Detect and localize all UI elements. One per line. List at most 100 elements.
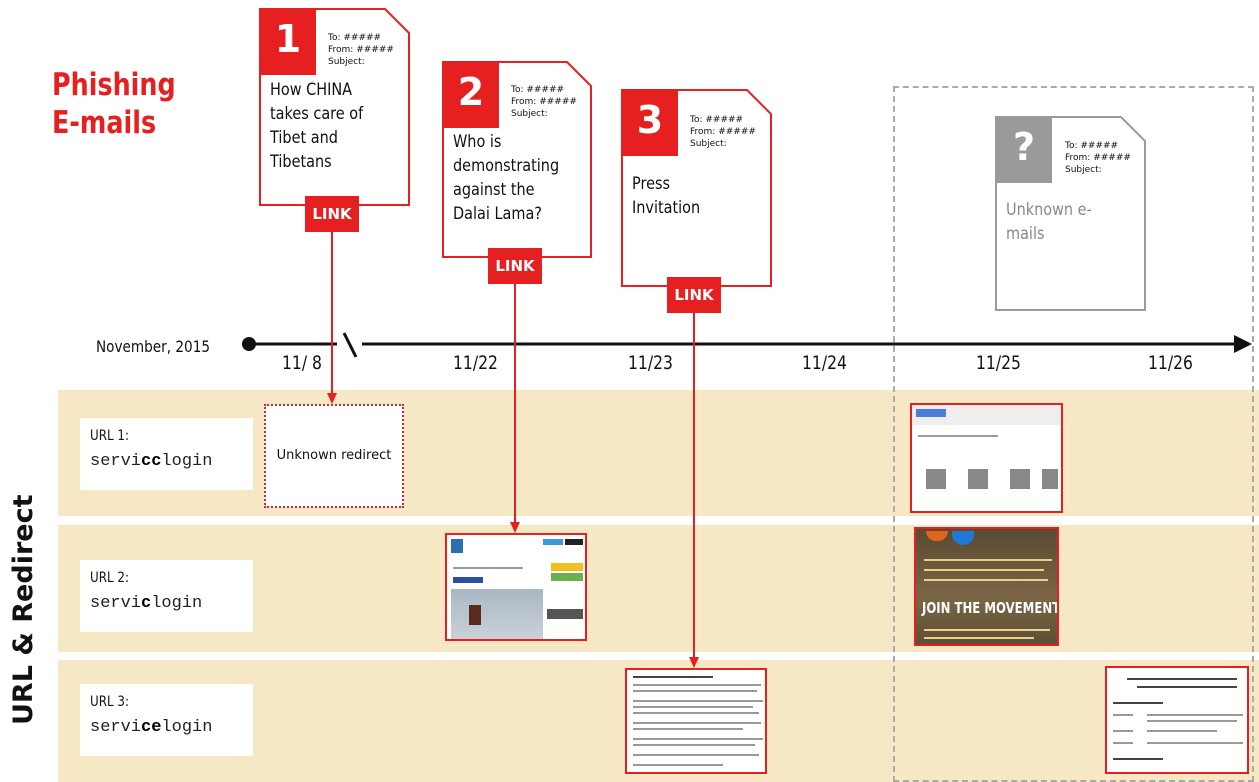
email-unknown-number: ?	[1012, 125, 1036, 169]
thumb-site-headline	[453, 567, 523, 569]
thumbnail-event-document	[1105, 666, 1249, 774]
url-1-domain: servicclogin	[90, 452, 213, 471]
tick-11-24: 11/24	[802, 352, 847, 374]
title-line-1: Phishing	[52, 67, 176, 103]
email-unknown-body: Unknown e- mails	[1006, 200, 1092, 244]
email-2-to: To: #####	[511, 85, 565, 95]
tick-11-8: 11/ 8	[282, 352, 322, 374]
url-3-domain: servicelogin	[90, 718, 213, 737]
thumb-movement-text	[924, 637, 1034, 639]
email-unknown-subject: Subject:	[1065, 165, 1102, 175]
url-1-label: URL 1:	[90, 428, 129, 444]
doc-line	[633, 728, 743, 730]
tick-11-26: 11/26	[1148, 352, 1193, 374]
thumb-movement-text	[924, 579, 1048, 581]
thumb-site-photo	[451, 589, 543, 639]
thumb-movement-badge	[952, 531, 974, 545]
thumb-movement-bg	[916, 529, 1057, 644]
doc-line	[633, 684, 761, 686]
phishing-title: Phishing E-mails	[52, 66, 176, 142]
doc-line	[633, 764, 723, 766]
url-3-box: URL 3: servicelogin	[80, 684, 253, 756]
thumb-site-button	[565, 539, 583, 545]
folder-icon	[926, 469, 946, 489]
url-2-domain: serviclogin	[90, 594, 203, 613]
timeline-break	[342, 332, 358, 358]
thumb-site-logo	[451, 539, 463, 553]
folder-icon	[1010, 469, 1030, 489]
doc-line	[1113, 742, 1133, 744]
email-2-link-button[interactable]: LINK	[488, 248, 542, 284]
doc-line	[633, 676, 713, 678]
thumb-drive-topbar	[912, 405, 1061, 425]
tick-11-23: 11/23	[628, 352, 673, 374]
email-2-number-box	[443, 62, 499, 128]
thumbnail-movement-page: JOIN THE MOVEMENT	[914, 527, 1059, 646]
doc-line	[633, 712, 759, 714]
url-2-box: URL 2: serviclogin	[80, 560, 253, 632]
email-1-from: From: #####	[328, 45, 394, 55]
doc-line	[1113, 714, 1133, 716]
thumb-site-ad	[551, 563, 583, 571]
email-2-body: Who is demonstrating against the Dalai L…	[453, 132, 560, 224]
timeline-start-label: November, 2015	[96, 337, 211, 356]
url-3-label: URL 3:	[90, 694, 129, 710]
email-unknown-header: To: ##### From: ##### Subject:	[1065, 140, 1131, 176]
doc-line	[633, 690, 757, 692]
thumb-site-photo-figure	[469, 605, 481, 625]
thumb-site-sidebar	[547, 609, 583, 619]
doc-line	[633, 744, 755, 746]
email-1-link-button[interactable]: LINK	[305, 196, 359, 232]
doc-line	[1113, 758, 1163, 760]
doc-line	[1147, 742, 1243, 744]
unknown-region	[893, 86, 1254, 782]
email-2-from: From: #####	[511, 97, 577, 107]
doc-line	[633, 700, 763, 702]
thumbnail-drive-page	[910, 403, 1063, 513]
folder-icon	[968, 469, 988, 489]
url-2-label: URL 2:	[90, 570, 129, 586]
email-1-to: To: #####	[328, 33, 382, 43]
email-1-subject: Subject:	[328, 57, 365, 67]
email-unknown-to: To: #####	[1065, 141, 1119, 151]
email-3-subject: Subject:	[690, 139, 727, 149]
doc-line	[1147, 714, 1243, 716]
doc-line	[1113, 702, 1163, 704]
thumb-movement-text	[924, 569, 1044, 571]
url-1-box: URL 1: servicclogin	[80, 418, 253, 490]
email-3-number: 3	[636, 98, 664, 142]
email-1-body: How CHINA takes care of Tibet and Tibeta…	[270, 80, 364, 172]
email-3-to: To: #####	[690, 115, 744, 125]
email-3-link-button[interactable]: LINK	[667, 277, 721, 313]
email-1-number-box	[260, 9, 316, 75]
doc-line	[1147, 730, 1217, 732]
doc-line	[633, 706, 753, 708]
title-line-2: E-mails	[52, 105, 157, 141]
thumb-drive-logo	[916, 409, 946, 417]
tick-11-22: 11/22	[453, 352, 498, 374]
doc-line	[633, 738, 763, 740]
email-2-number: 2	[457, 70, 485, 114]
doc-line	[1147, 720, 1237, 722]
thumb-movement-text	[924, 559, 1052, 561]
email-1-header: To: ##### From: ##### Subject:	[328, 32, 394, 68]
email-unknown-from: From: #####	[1065, 153, 1131, 163]
tick-11-25: 11/25	[976, 352, 1021, 374]
folder-icon	[1042, 469, 1058, 489]
doc-line	[633, 754, 759, 756]
email-3-header: To: ##### From: ##### Subject:	[690, 114, 756, 150]
thumb-drive-text	[918, 435, 998, 437]
doc-line	[1137, 686, 1237, 688]
doc-line	[1127, 678, 1237, 680]
email-1-number: 1	[274, 17, 302, 61]
thumb-movement-banner: JOIN THE MOVEMENT	[922, 599, 1059, 617]
thumb-site-share	[453, 577, 483, 583]
email-3-from: From: #####	[690, 127, 756, 137]
thumbnail-website-page	[445, 533, 587, 641]
email-2-subject: Subject:	[511, 109, 548, 119]
unknown-redirect-box: Unknown redirect	[264, 404, 404, 508]
email-unknown-number-box	[996, 117, 1052, 183]
doc-line	[633, 722, 761, 724]
email-3-body: Press Invitation	[632, 174, 701, 218]
